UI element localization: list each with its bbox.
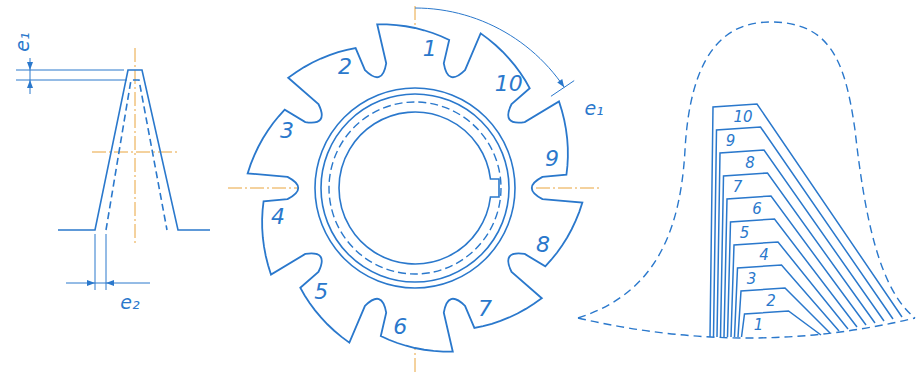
section-fill bbox=[710, 104, 902, 337]
hub-circle bbox=[315, 88, 515, 288]
blank-outline bbox=[578, 318, 915, 338]
extension-line bbox=[16, 70, 124, 71]
dimension-label: e₂ bbox=[120, 293, 139, 312]
section-number: 8 bbox=[745, 155, 755, 170]
extension-line bbox=[16, 80, 127, 81]
tooth-section bbox=[735, 265, 840, 337]
tooth-number: 2 bbox=[338, 56, 352, 78]
section-number: 9 bbox=[726, 133, 736, 148]
tooth-number: 4 bbox=[271, 206, 285, 228]
section-fill bbox=[731, 242, 848, 337]
extension-line bbox=[551, 81, 574, 97]
arrow-head bbox=[87, 280, 95, 286]
cutter-teeth bbox=[248, 24, 583, 351]
hub-circle bbox=[321, 94, 509, 282]
tooth-section bbox=[731, 242, 848, 337]
tooth-section bbox=[714, 127, 894, 337]
tooth-number: 10 bbox=[495, 73, 523, 95]
dimension-label: e₁ bbox=[584, 99, 603, 118]
tooth-section bbox=[728, 219, 858, 337]
arrow-head bbox=[106, 280, 114, 286]
section-fill bbox=[724, 196, 866, 337]
tooth-section bbox=[724, 196, 866, 337]
tooth-section bbox=[738, 288, 830, 337]
center-line bbox=[135, 48, 136, 246]
section-fill bbox=[742, 311, 822, 337]
arrow-head bbox=[27, 80, 33, 88]
arrow-head bbox=[557, 79, 564, 87]
section-number: 2 bbox=[766, 293, 776, 308]
tooth-number: 8 bbox=[536, 234, 550, 256]
tooth-section bbox=[710, 104, 902, 337]
tooth-number: 5 bbox=[314, 281, 328, 303]
arrow-head bbox=[27, 62, 33, 70]
tooth-number: 1 bbox=[423, 38, 437, 60]
center-line bbox=[92, 152, 180, 153]
section-number: 3 bbox=[747, 271, 757, 286]
tooth-number: 3 bbox=[280, 120, 294, 142]
section-fill bbox=[738, 288, 830, 337]
reground-profile bbox=[106, 80, 167, 230]
extension-line bbox=[95, 234, 96, 290]
tooth-number: 7 bbox=[478, 298, 492, 320]
section-number: 7 bbox=[733, 179, 743, 194]
dimension-label: e₁ bbox=[13, 32, 32, 51]
tooth-section bbox=[721, 173, 876, 337]
tooth-section bbox=[717, 150, 884, 337]
section-number: 5 bbox=[740, 225, 750, 240]
tooth-profile bbox=[58, 70, 210, 230]
tooth-section bbox=[742, 311, 822, 337]
section-number: 10 bbox=[733, 109, 752, 124]
bore-keyway bbox=[339, 112, 499, 264]
section-fill bbox=[735, 265, 840, 337]
relief-arc bbox=[415, 8, 564, 87]
section-fill bbox=[714, 127, 894, 337]
section-number: 4 bbox=[759, 247, 769, 262]
tooth-number: 6 bbox=[393, 316, 407, 338]
section-fill bbox=[717, 150, 884, 337]
section-fill bbox=[728, 219, 858, 337]
section-number: 6 bbox=[752, 201, 762, 216]
extension-line bbox=[106, 234, 107, 290]
hidden-circle bbox=[329, 102, 501, 274]
section-fill bbox=[721, 173, 876, 337]
section-number: 1 bbox=[754, 318, 764, 333]
tooth-number: 9 bbox=[545, 148, 559, 170]
